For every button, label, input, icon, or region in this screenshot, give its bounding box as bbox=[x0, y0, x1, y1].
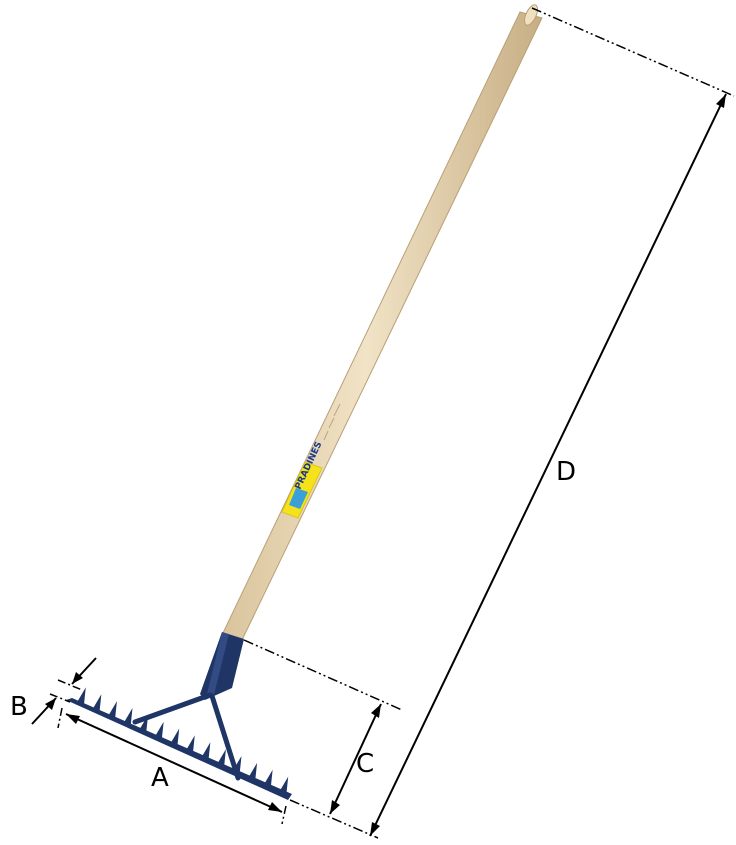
rake-tine bbox=[247, 762, 258, 782]
rake-tine bbox=[138, 714, 149, 734]
dimension-d bbox=[369, 7, 735, 837]
dimension-a bbox=[57, 707, 287, 825]
dimension-b-label: B bbox=[10, 692, 28, 722]
dimension-d-arrow-top bbox=[716, 94, 726, 108]
rake-tine bbox=[184, 735, 195, 755]
rake-tine bbox=[169, 728, 180, 748]
rake-tine bbox=[106, 701, 117, 721]
rake-tines bbox=[75, 687, 289, 796]
rake-tine bbox=[215, 749, 226, 769]
dimension-b bbox=[31, 657, 97, 725]
rake-tine bbox=[231, 756, 242, 775]
dimension-a-line bbox=[65, 713, 283, 813]
dimension-b-arrow-bottom bbox=[45, 698, 56, 710]
rake-tine bbox=[75, 687, 86, 707]
dimension-a-arrow-start bbox=[66, 714, 80, 724]
dimension-d-arrow-bottom bbox=[370, 822, 380, 836]
handle-engraving bbox=[323, 403, 341, 441]
dimension-c-arrow-top bbox=[371, 704, 381, 718]
dimension-c-label: C bbox=[356, 749, 374, 779]
dimension-c-extension-top bbox=[243, 639, 403, 711]
dimension-c-extension-bottom bbox=[289, 799, 379, 839]
dimension-d-extension-top bbox=[531, 7, 735, 97]
rake-tine bbox=[122, 708, 133, 727]
rake-tine bbox=[91, 694, 102, 714]
dimension-a-extension-right bbox=[281, 805, 287, 825]
dimension-c-line bbox=[329, 703, 382, 815]
dimension-a-extension-left bbox=[57, 707, 63, 729]
rake-socket bbox=[200, 632, 244, 700]
dimension-c-arrow-bottom bbox=[330, 800, 340, 814]
dimension-a-label: A bbox=[151, 763, 169, 793]
rake-tine bbox=[278, 776, 289, 796]
dimension-c bbox=[243, 639, 403, 839]
rake-head bbox=[66, 698, 292, 800]
dimension-d-line bbox=[369, 93, 727, 837]
rake-tine bbox=[262, 769, 273, 789]
rake-tine bbox=[200, 742, 211, 762]
dimension-a-arrow-end bbox=[268, 802, 282, 812]
rake-tine bbox=[153, 721, 164, 741]
dimension-b-extension-bottom bbox=[49, 693, 71, 703]
rake-handle bbox=[221, 4, 543, 641]
dimension-b-extension-top bbox=[57, 679, 83, 691]
dimension-b-arrow-top bbox=[72, 672, 83, 684]
dimension-d-label: D bbox=[556, 457, 576, 487]
